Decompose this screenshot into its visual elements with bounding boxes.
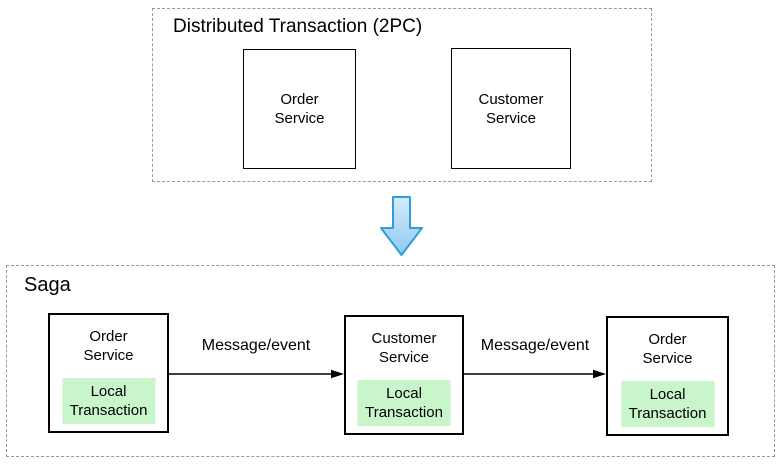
message-event-label-2: Message/event — [480, 337, 590, 354]
message-arrow-1-head — [331, 369, 344, 379]
node-order-service-2pc: Order Service — [243, 49, 356, 169]
group-distributed-transaction: Distributed Transaction (2PC) Order Serv… — [152, 8, 652, 182]
node-order-service-saga-2-label: Order Service — [642, 331, 693, 367]
message-arrow-1 — [169, 369, 344, 379]
node-customer-service-saga-label: Customer Service — [371, 330, 437, 366]
node-order-service-saga-2: Order Service Local Transaction — [606, 316, 729, 436]
node-customer-service-saga: Customer Service Local Transaction — [344, 315, 464, 435]
message-arrow-2 — [464, 369, 606, 379]
group-saga-title: Saga — [24, 274, 71, 296]
down-arrow-shape — [380, 196, 423, 256]
node-customer-service-2pc-label: Customer Service — [478, 90, 544, 127]
local-transaction-box-3: Local Transaction — [621, 381, 714, 427]
message-arrow-2-head — [593, 369, 606, 379]
group-saga: Saga Order Service Local Transaction Cus… — [6, 265, 775, 457]
local-transaction-box-1: Local Transaction — [62, 378, 155, 424]
node-order-service-saga-1-label: Order Service — [83, 328, 134, 364]
message-event-label-1: Message/event — [201, 337, 311, 354]
group-distributed-transaction-title: Distributed Transaction (2PC) — [173, 16, 423, 37]
local-transaction-box-2: Local Transaction — [357, 380, 451, 426]
node-order-service-saga-1: Order Service Local Transaction — [48, 313, 169, 433]
down-arrow-icon — [380, 196, 423, 256]
node-order-service-2pc-label: Order Service — [274, 91, 325, 127]
node-customer-service-2pc: Customer Service — [451, 48, 571, 169]
